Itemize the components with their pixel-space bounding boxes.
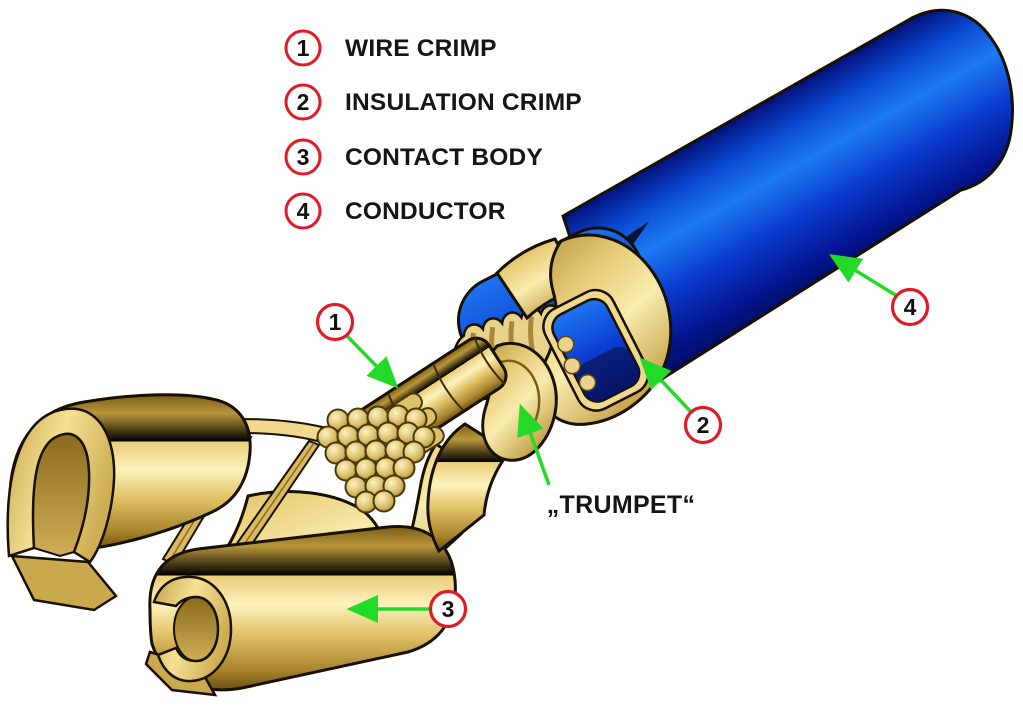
callout-badge-3: 3 [428, 589, 468, 629]
arrow-trumpet [517, 403, 551, 486]
legend-item-3: 3 CONTACT BODY [284, 138, 543, 176]
legend: 1 WIRE CRIMP 2 INSULATION CRIMP 3 CONTAC… [284, 29, 582, 230]
legend-item-2: 2 INSULATION CRIMP [284, 83, 582, 121]
trumpet-label: „TRUMPET“ [547, 491, 696, 519]
legend-number: 2 [297, 89, 310, 115]
callout-number: 1 [329, 309, 342, 335]
strand-nub [563, 356, 581, 375]
callout-badge-2: 2 [683, 405, 723, 445]
callout-badge-1: 1 [315, 302, 355, 342]
legend-number: 3 [297, 144, 310, 170]
callout-number: 4 [904, 294, 917, 320]
arrow-insulation-crimp [639, 357, 693, 414]
legend-item-1: 1 WIRE CRIMP [284, 29, 497, 67]
arrow-wire-crimp [345, 334, 399, 389]
callout-number: 3 [442, 596, 455, 622]
upper-barrel-front-face [6, 407, 116, 564]
crimp-seam [473, 337, 506, 385]
contact-body [6, 393, 474, 697]
plate-back-rim [240, 417, 324, 443]
callout-badge-4: 4 [890, 287, 930, 327]
legend-number: 4 [297, 198, 310, 224]
strand-nub [557, 335, 575, 354]
legend-label: INSULATION CRIMP [345, 89, 582, 116]
callout-number: 2 [697, 412, 710, 438]
legend-item-4: 4 CONDUCTOR [284, 192, 506, 230]
legend-label: CONTACT BODY [345, 144, 543, 171]
legend-label: CONDUCTOR [345, 198, 506, 225]
arrow-conductor [829, 254, 898, 298]
legend-number: 1 [297, 35, 310, 61]
legend-label: WIRE CRIMP [345, 35, 497, 62]
strand-bundle [316, 404, 436, 514]
lower-barrel-curl [152, 575, 233, 683]
upper-barrel-foot [9, 554, 118, 612]
strand-nub [578, 373, 597, 392]
crimp-seam [432, 363, 465, 412]
terminal-neck [426, 422, 512, 554]
